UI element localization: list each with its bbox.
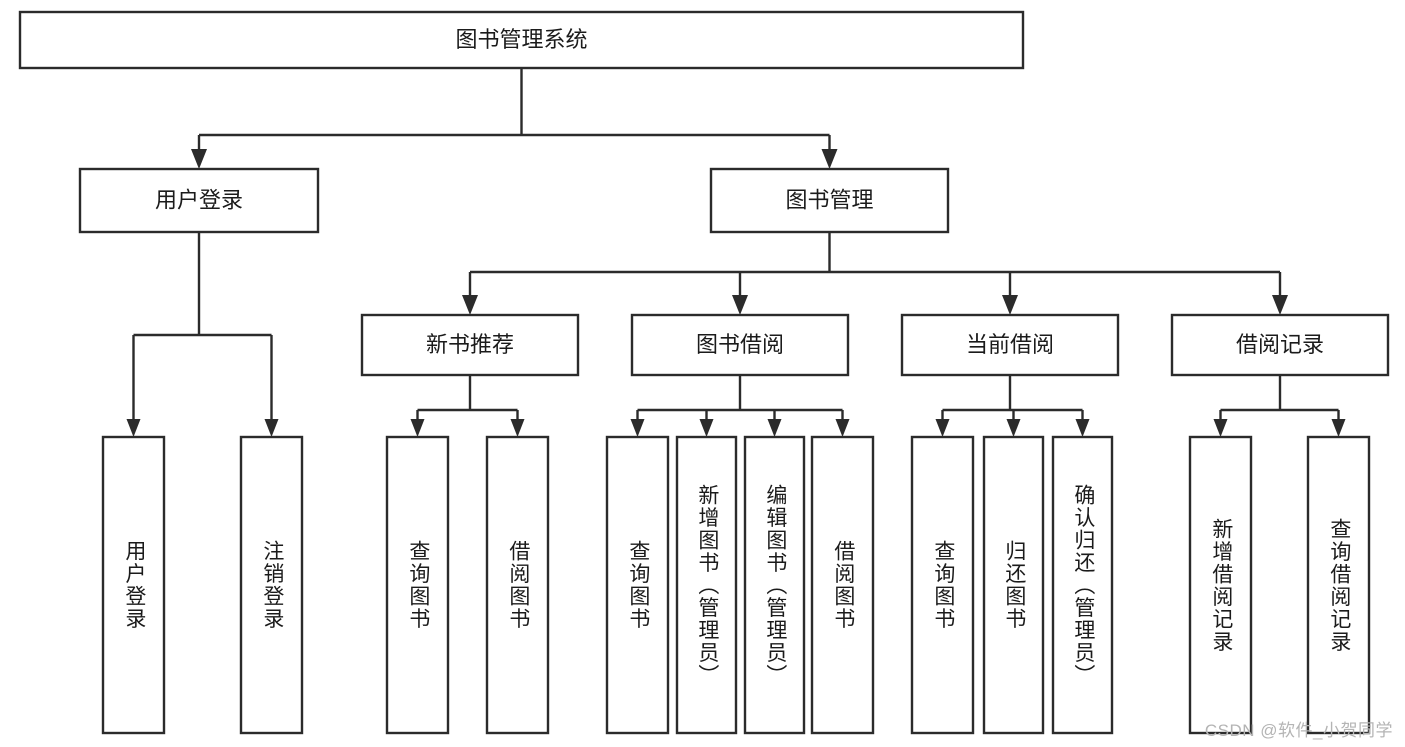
arrow-head (410, 419, 425, 437)
node-box-leaf-add-record[interactable] (1188, 435, 1253, 735)
node-label-root: 图书管理系统 (455, 27, 587, 52)
node-box-user-login[interactable] (78, 167, 320, 234)
node-box-leaf-logout-login[interactable] (239, 435, 304, 735)
node-label-current-borrow: 当前借阅 (966, 332, 1054, 357)
node-label-borrow-record: 借阅记录 (1236, 332, 1324, 357)
node-box-book-manage[interactable] (709, 167, 950, 234)
node-label-book-manage: 图书管理 (785, 187, 873, 212)
arrow-head (1006, 419, 1021, 437)
arrow-head (767, 419, 782, 437)
connector-group (126, 68, 1346, 437)
arrow-head (191, 149, 207, 169)
node-box-leaf-return-book[interactable] (982, 435, 1045, 735)
arrow-head (821, 149, 838, 169)
arrow-head (462, 295, 478, 315)
node-label-new-book-rec: 新书推荐 (426, 332, 514, 357)
node-box-leaf-query-book-1[interactable] (385, 435, 450, 735)
arrow-head (1272, 295, 1288, 315)
arrow-head (699, 419, 714, 437)
node-box-leaf-user-login[interactable] (101, 435, 166, 735)
arrow-head (510, 419, 525, 437)
node-box-group (18, 10, 1390, 735)
node-box-leaf-borrow-book-2[interactable] (810, 435, 875, 735)
node-box-leaf-borrow-book-1[interactable] (485, 435, 550, 735)
node-box-book-borrow[interactable] (630, 313, 850, 377)
arrow-head (1075, 419, 1090, 437)
node-box-borrow-record[interactable] (1170, 313, 1390, 377)
node-box-leaf-query-book-3[interactable] (910, 435, 975, 735)
arrow-head (935, 419, 950, 437)
node-box-leaf-confirm-return[interactable] (1051, 435, 1114, 735)
node-box-leaf-query-book-2[interactable] (605, 435, 670, 735)
arrow-head (835, 419, 850, 437)
arrow-head (1002, 295, 1018, 315)
node-label-user-login: 用户登录 (155, 187, 243, 212)
watermark: CSDN @软件_小贺同学 (1204, 721, 1393, 740)
arrow-head (264, 419, 279, 437)
arrow-head (732, 295, 748, 315)
node-box-new-book-rec[interactable] (360, 313, 580, 377)
node-box-root[interactable] (18, 10, 1025, 70)
node-label-book-borrow: 图书借阅 (696, 332, 784, 357)
arrow-head (1331, 419, 1346, 437)
arrow-head (630, 419, 645, 437)
node-box-leaf-query-record[interactable] (1306, 435, 1371, 735)
arrow-head (1213, 419, 1228, 437)
node-box-leaf-add-book[interactable] (675, 435, 738, 735)
node-box-current-borrow[interactable] (900, 313, 1120, 377)
arrow-head (126, 419, 141, 437)
node-box-leaf-edit-book[interactable] (743, 435, 806, 735)
